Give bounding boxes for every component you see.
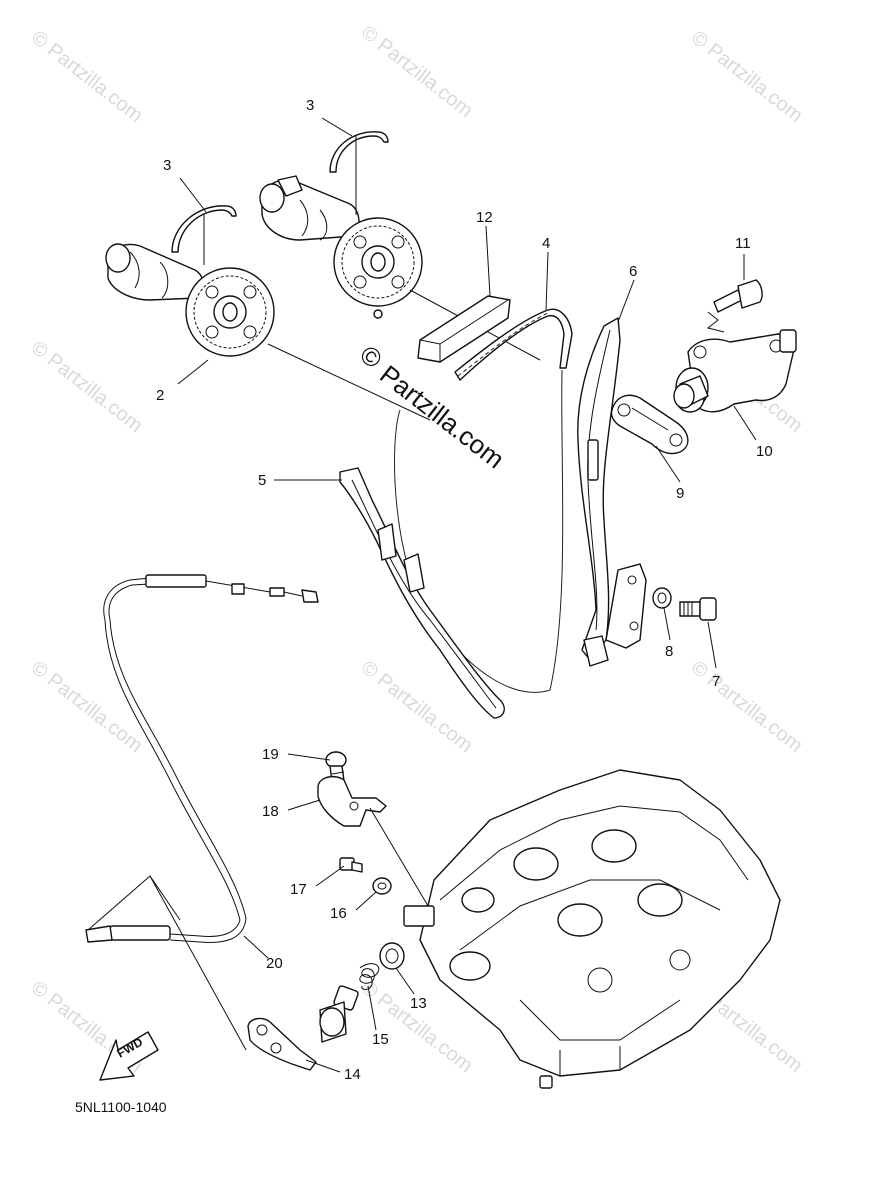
callout-10: 10	[756, 443, 773, 460]
diagram-code: 5NL1100-1040	[75, 1099, 167, 1115]
callout-4: 4	[542, 235, 550, 252]
callout-11: 11	[735, 235, 751, 252]
camshaft-right	[259, 175, 423, 319]
small-screw	[339, 857, 363, 873]
small-washer	[372, 877, 392, 895]
callout-19: 19	[262, 746, 279, 763]
callout-6: 6	[629, 263, 637, 280]
callout-7: 7	[712, 673, 720, 690]
watermark: © Partzilla.com	[27, 27, 147, 127]
cam-clip-right	[329, 131, 389, 173]
leader-lines	[177, 117, 757, 1073]
cam-chain-tensioner	[673, 329, 797, 413]
callout-14: 14	[344, 1066, 361, 1083]
watermark: © Partzilla.com	[687, 657, 807, 757]
timing-chain	[394, 308, 573, 693]
washer	[652, 587, 672, 609]
camshaft-left	[105, 243, 275, 357]
watermark: © Partzilla.com	[357, 22, 477, 122]
callout-13: 13	[410, 995, 427, 1012]
watermark: © Partzilla.com	[27, 337, 147, 437]
decompression-cable	[85, 574, 319, 943]
center-watermark-copyright: ©	[354, 339, 388, 374]
callout-8: 8	[665, 643, 673, 660]
callout-16: 16	[330, 905, 347, 922]
callout-3-left: 3	[163, 157, 171, 174]
watermark: © Partzilla.com	[27, 657, 147, 757]
watermark: © Partzilla.com	[687, 27, 807, 127]
tensioner-bolt	[713, 279, 763, 313]
callout-17: 17	[290, 881, 307, 898]
cylinder-head	[403, 769, 781, 1089]
callout-3-upper: 3	[306, 97, 314, 114]
cam-clip-left	[171, 205, 237, 253]
cable-bracket	[317, 775, 387, 827]
callout-20: 20	[266, 955, 283, 972]
callout-2: 2	[156, 387, 164, 404]
callout-18: 18	[262, 803, 279, 820]
decompression-shaft	[247, 985, 359, 1071]
callout-15: 15	[372, 1031, 389, 1048]
callout-5: 5	[258, 472, 266, 489]
fwd-arrow-icon: FWD	[99, 1031, 159, 1081]
callout-labels: 2 3 3 12 4 6 11 10 9 5 8 7 19 18 17 16 1…	[156, 97, 773, 1083]
callout-9: 9	[676, 485, 684, 502]
guide-bolt	[679, 597, 717, 621]
callout-12: 12	[476, 209, 493, 226]
timing-dot-icon	[373, 309, 383, 319]
tensioner-gasket	[610, 394, 689, 455]
oil-seal	[379, 942, 405, 970]
torsion-spring	[359, 963, 380, 990]
